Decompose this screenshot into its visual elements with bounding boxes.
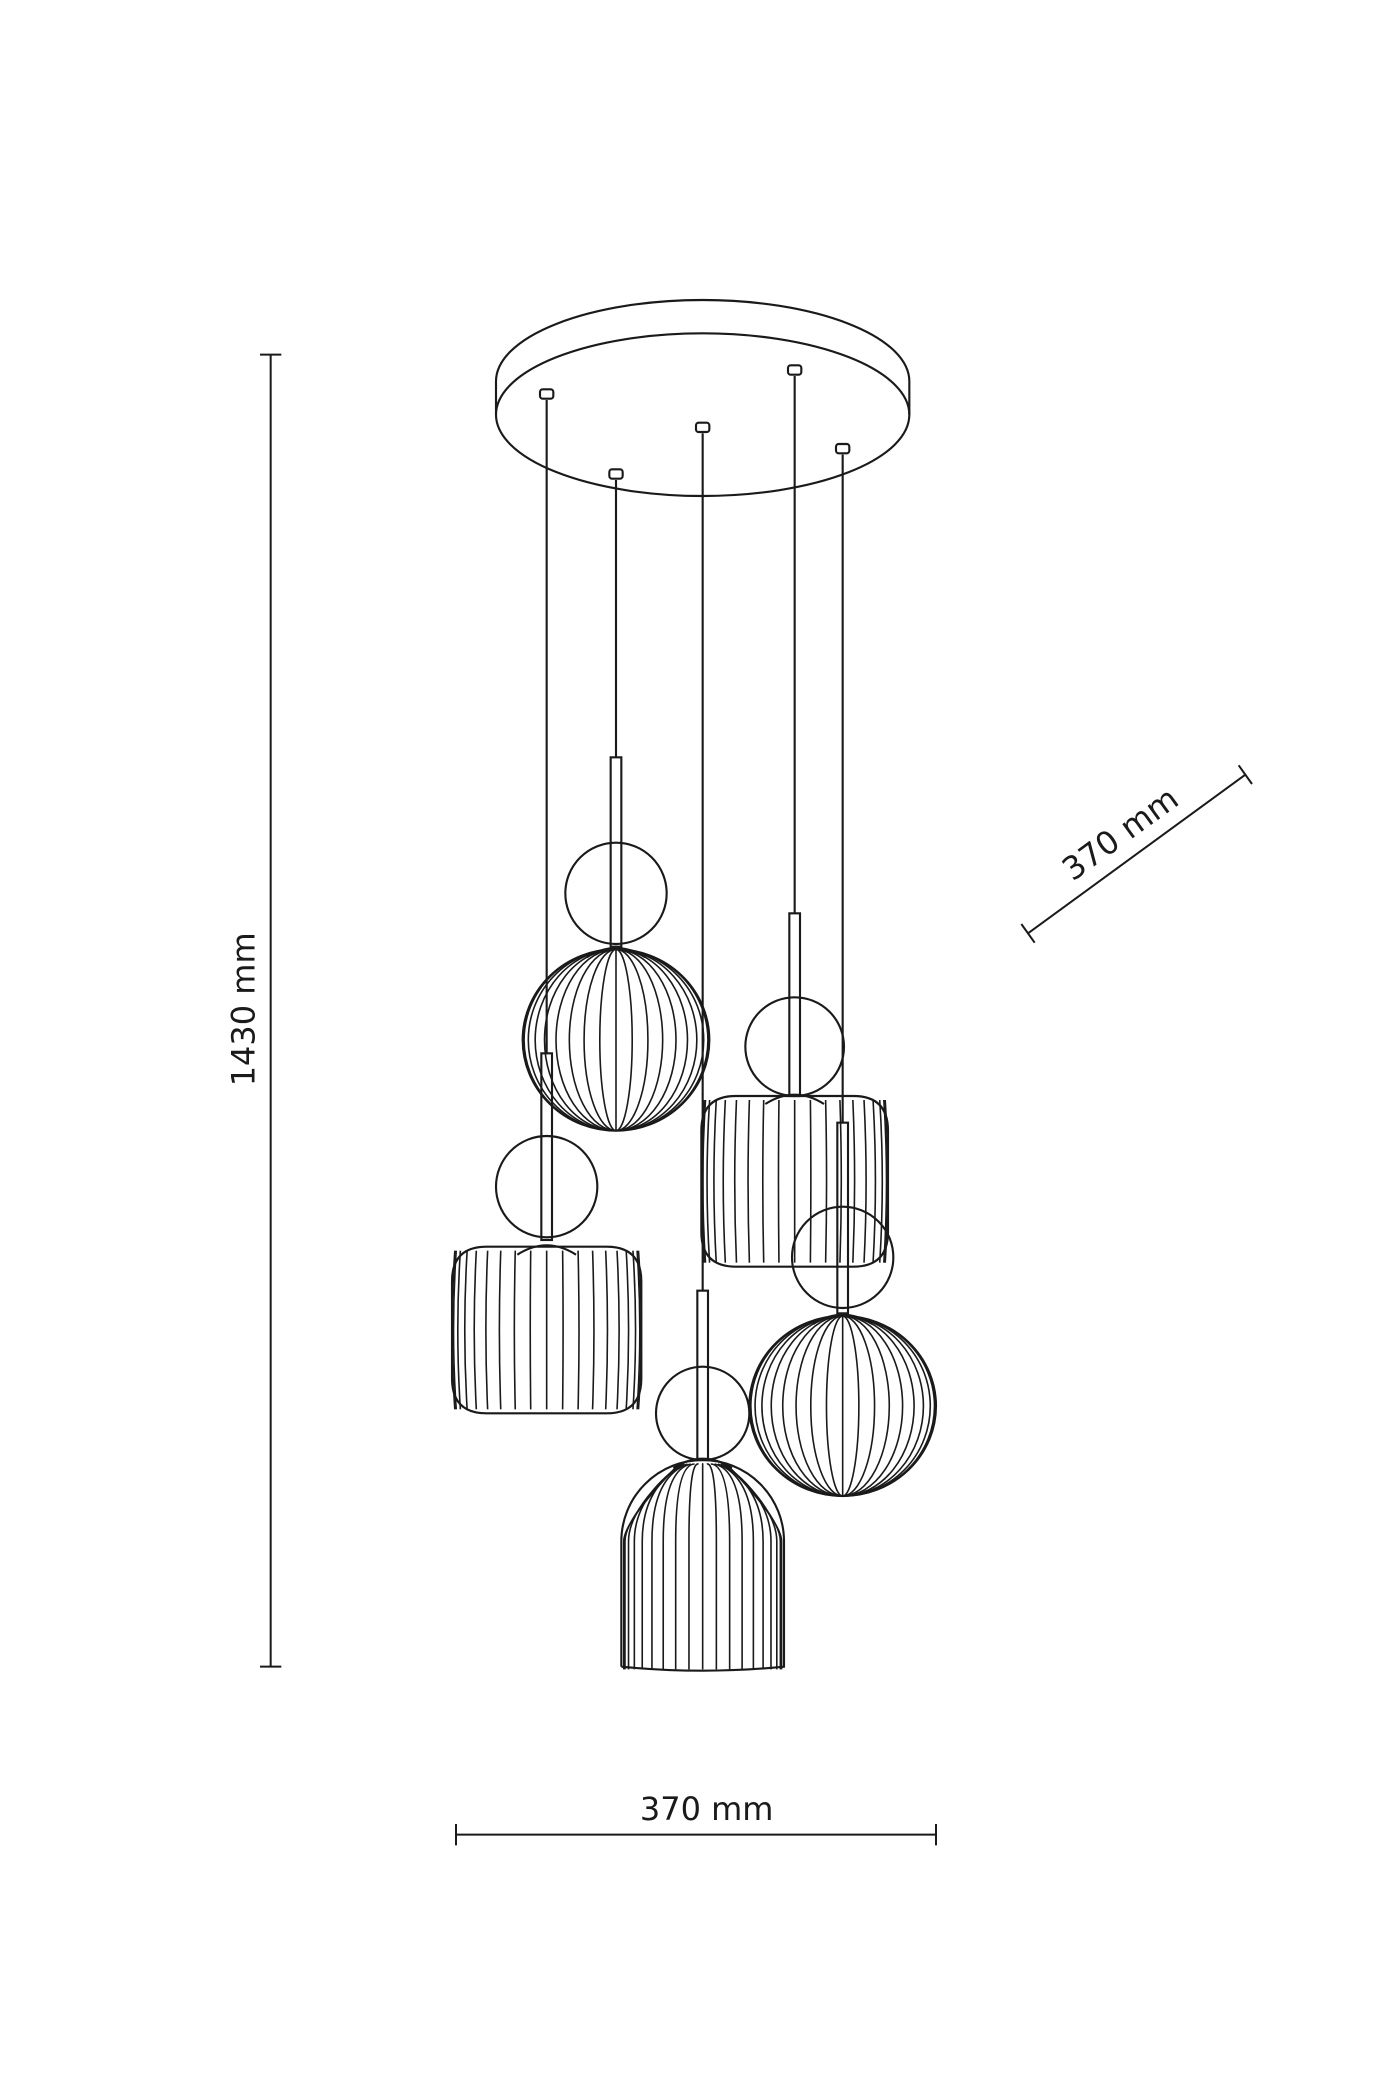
pendant-5 (748, 442, 938, 1498)
glass-ball (564, 841, 668, 946)
cable-socket (694, 421, 711, 434)
ribbed-shade (450, 1244, 643, 1415)
rod (836, 1121, 850, 1315)
height-dimension: 1430 mm (225, 353, 282, 1668)
cable-socket (786, 364, 803, 376)
cable-socket (538, 388, 555, 400)
rod (609, 756, 623, 948)
pendant-4 (700, 364, 890, 1268)
cable-socket (834, 442, 851, 455)
height-label: 1430 mm (225, 932, 263, 1086)
cable-socket (608, 468, 624, 480)
ribbed-shade (748, 1313, 938, 1498)
pendant-2 (521, 468, 711, 1132)
ribbed-shade (521, 947, 711, 1132)
rod (788, 912, 802, 1098)
glass-ball (494, 1134, 599, 1239)
pendants (450, 364, 938, 1672)
pendant-3 (620, 421, 786, 1672)
depth-dimension: 370 mm (1020, 764, 1253, 944)
rod (540, 1052, 554, 1242)
glass-ball (790, 1205, 895, 1310)
glass-ball (654, 1365, 751, 1462)
glass-ball (744, 996, 846, 1098)
pendant-1 (450, 388, 643, 1415)
ribbed-shade (700, 1093, 890, 1268)
width-label: 370 mm (640, 1790, 774, 1828)
rod (696, 1289, 710, 1462)
ribbed-shade (620, 1457, 786, 1672)
width-dimension: 370 mm (455, 1790, 937, 1846)
